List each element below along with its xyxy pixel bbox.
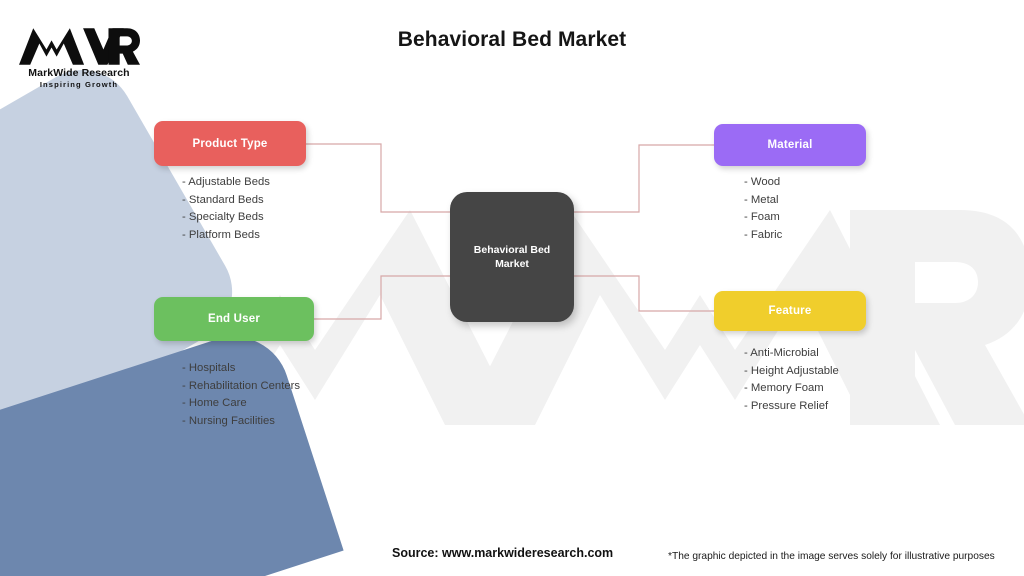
- center-node-line1: Behavioral Bed: [473, 243, 551, 256]
- mwr-logo-icon: [19, 28, 140, 65]
- disclaimer-text: *The graphic depicted in the image serve…: [668, 551, 995, 562]
- connector-material: [574, 144, 714, 213]
- node-product-type-label: Product Type: [192, 137, 268, 150]
- list-item: - Pressure Relief: [744, 399, 829, 412]
- list-item: - Foam: [744, 211, 780, 223]
- list-item: - Metal: [744, 193, 779, 206]
- list-item: - Rehabilitation Centers: [182, 379, 301, 392]
- list-item: - Anti-Microbial: [744, 347, 819, 359]
- logo-name: MarkWide Research: [28, 67, 130, 79]
- list-item: - Platform Beds: [182, 228, 260, 241]
- logo-tagline: Inspiring Growth: [39, 80, 119, 89]
- node-end-user[interactable]: End User: [154, 297, 314, 341]
- list-item: - Nursing Facilities: [182, 414, 275, 427]
- source-label: Source: www.markwideresearch.com: [392, 546, 614, 560]
- page-title: Behavioral Bed Market: [397, 28, 627, 51]
- node-material-label: Material: [767, 139, 813, 151]
- node-end-user-label: End User: [207, 313, 261, 325]
- list-feature: - Anti-Microbial - Height Adjustable - M…: [744, 345, 839, 415]
- list-item: - Fabric: [744, 228, 783, 241]
- list-item: - Memory Foam: [744, 382, 824, 394]
- list-item: - Wood: [744, 176, 781, 188]
- list-item: - Home Care: [182, 397, 247, 409]
- node-feature[interactable]: Feature: [714, 291, 866, 331]
- list-item: - Adjustable Beds: [182, 176, 270, 188]
- list-product-type: - Adjustable Beds - Standard Beds - Spec…: [182, 174, 270, 244]
- brand-logo: MarkWide Research Inspiring Growth: [18, 26, 140, 89]
- list-item: - Standard Beds: [182, 193, 264, 206]
- connector-end-user: [314, 275, 450, 320]
- list-end-user: - Hospitals - Rehabilitation Centers - H…: [182, 360, 300, 430]
- list-item: - Hospitals: [182, 362, 236, 374]
- list-material: - Wood - Metal - Foam - Fabric: [744, 174, 782, 244]
- connector-product-type: [306, 143, 450, 213]
- list-item: - Height Adjustable: [744, 364, 839, 377]
- connector-feature: [574, 275, 714, 312]
- node-product-type[interactable]: Product Type: [154, 121, 306, 166]
- node-material[interactable]: Material: [714, 124, 866, 166]
- center-node[interactable]: Behavioral Bed Market: [450, 192, 574, 322]
- center-node-line2: Market: [495, 258, 529, 270]
- node-feature-label: Feature: [768, 305, 812, 317]
- list-item: - Specialty Beds: [182, 211, 264, 223]
